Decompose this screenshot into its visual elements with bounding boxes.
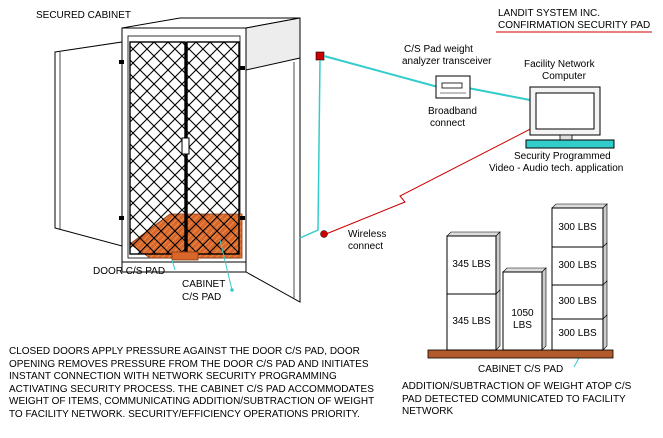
weight-pallet (428, 350, 613, 358)
broadband-label-2: connect (430, 118, 465, 130)
facility-computer (526, 87, 614, 148)
bottom-pad-label: CABINET C/S PAD (478, 364, 563, 376)
right-door (246, 58, 300, 302)
weight-label-right-4: 300 LBS (552, 328, 603, 340)
weight-label-right-1: 300 LBS (552, 222, 603, 234)
door-pad-label: DOOR C/S PAD (93, 266, 165, 278)
cabinet-transmitter (316, 52, 324, 60)
transceiver-label-2: analyzer transceiver (402, 56, 491, 68)
secured-cabinet-label: SECURED CABINET (36, 10, 131, 22)
right-description: ADDITION/SUBTRACTION OF WEIGHT ATOP C/S … (402, 381, 652, 419)
computer-label-2: Computer (542, 71, 586, 83)
lattice-door-left (130, 42, 185, 254)
wireless-node (321, 231, 328, 238)
computer-label-1: Facility Network (524, 59, 595, 71)
transceiver-label-1: C/S Pad weight (404, 44, 473, 56)
wireless-label-1: Wireless (348, 229, 386, 241)
lattice-handle (182, 138, 189, 154)
wireless-label-2: connect (348, 241, 383, 253)
cabinet-pad-label-1: CABINET (182, 279, 225, 291)
broadband-label-1: Broadband (428, 106, 477, 118)
transceiver-device (436, 76, 470, 98)
title-line-1: LANDIT SYSTEM INC. (498, 8, 600, 20)
secured-cabinet (55, 18, 324, 302)
left-description: CLOSED DOORS APPLY PRESSURE AGAINST THE … (9, 346, 381, 422)
weight-label-middle-2: LBS (503, 320, 542, 332)
red-wireless-link (326, 120, 548, 234)
security-label-1: Security Programmed (514, 151, 611, 163)
weight-label-middle-1: 1050 (503, 308, 542, 320)
weight-label-right-3: 300 LBS (552, 296, 603, 308)
left-door (55, 42, 122, 246)
lattice-door-right (187, 42, 239, 254)
weight-label-left-bottom: 345 LBS (447, 316, 496, 328)
cabinet-pad-label-2: C/S PAD (182, 292, 221, 304)
security-label-2: Video - Audio tech. application (489, 163, 623, 175)
weight-label-left-top: 345 LBS (447, 259, 496, 271)
door-cs-pad-marker (172, 252, 198, 260)
weight-label-right-2: 300 LBS (552, 260, 603, 272)
title-line-2: CONFIRMATION SECURITY PAD (498, 20, 650, 32)
cyan-link-broadband (468, 88, 530, 100)
cyan-wire-side (300, 60, 320, 238)
